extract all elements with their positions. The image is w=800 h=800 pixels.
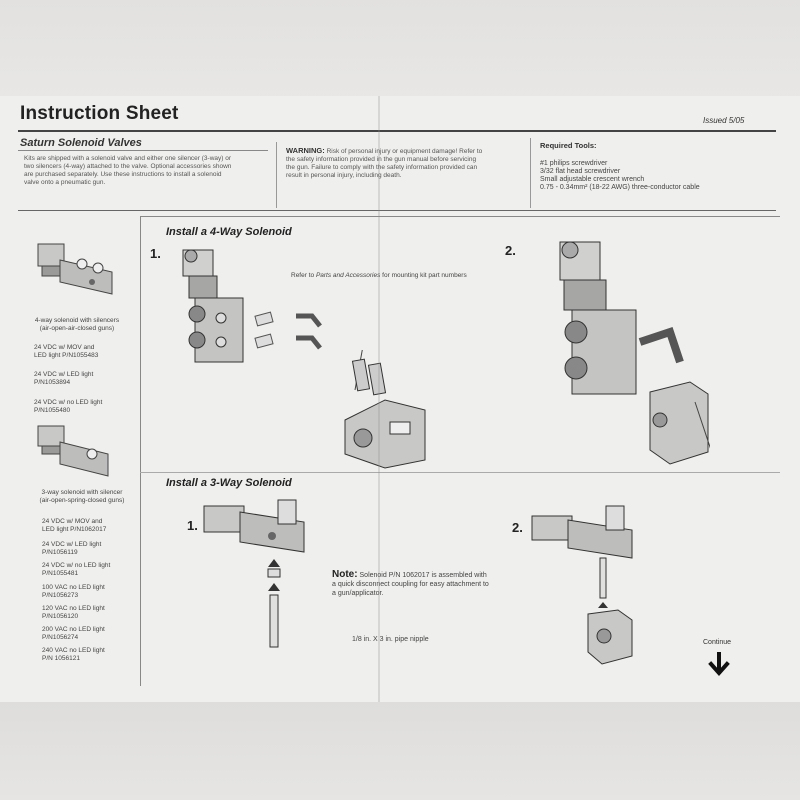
note-label: Note: bbox=[332, 569, 358, 580]
paper-fold-line bbox=[378, 96, 380, 702]
tool-item: #1 philips screwdriver bbox=[540, 160, 608, 167]
subtitle: Saturn Solenoid Valves bbox=[20, 137, 142, 149]
gun-module-drawing bbox=[344, 350, 426, 469]
tool-item: 0.75 - 0.34mm² (18-22 AWG) three-conduct… bbox=[540, 184, 700, 191]
three-way-caption: 3-way solenoid with silencer (air-open-s… bbox=[39, 489, 125, 504]
intro-text: Kits are shipped with a solenoid valve a… bbox=[24, 155, 232, 186]
background-top bbox=[0, 0, 800, 96]
three-way-option: 24 VDC w/ MOV and LED light P/N1062017 bbox=[42, 518, 107, 533]
tools-heading: Required Tools: bbox=[540, 141, 597, 150]
divider bbox=[276, 142, 277, 208]
header-rule bbox=[18, 130, 776, 132]
mounting-fittings bbox=[254, 311, 322, 350]
three-way-step-2: 2. bbox=[512, 520, 523, 535]
page-title: Instruction Sheet bbox=[20, 103, 179, 124]
three-way-solenoid-illustration bbox=[37, 425, 109, 477]
three-way-option: 120 VAC no LED light P/N1056120 bbox=[42, 605, 105, 620]
section-rule bbox=[18, 210, 776, 211]
arrow-down-icon bbox=[708, 652, 730, 677]
continue-label: Continue bbox=[703, 639, 732, 646]
background-bottom bbox=[0, 702, 800, 800]
three-way-option: 200 VAC no LED light P/N1056274 bbox=[42, 626, 105, 641]
sidebar-border bbox=[140, 216, 141, 686]
issued-date: Issued 5/05 bbox=[703, 116, 745, 125]
four-way-step-2: 2. bbox=[505, 243, 516, 258]
three-way-heading: Install a 3-Way Solenoid bbox=[166, 477, 292, 489]
three-way-step-1: 1. bbox=[187, 518, 198, 533]
four-way-option: 24 VDC w/ no LED light P/N1055480 bbox=[34, 399, 103, 414]
warning-label: WARNING: bbox=[286, 146, 325, 155]
main-top-border bbox=[140, 216, 780, 217]
four-way-solenoid-illustration bbox=[37, 243, 113, 295]
subtitle-rule bbox=[18, 150, 268, 151]
refer-note: Refer to Parts and Accessories for mount… bbox=[291, 272, 467, 279]
four-way-caption: 4-way solenoid with silencers (air-open-… bbox=[34, 317, 120, 332]
warning-block: WARNING: Risk of personal injury or equi… bbox=[286, 146, 483, 180]
four-way-solenoid-drawing bbox=[182, 249, 244, 363]
three-way-option: 24 VDC w/ no LED light P/N1055481 bbox=[42, 562, 111, 577]
four-way-assembled-drawing bbox=[559, 241, 710, 465]
four-way-step-1: 1. bbox=[150, 246, 161, 261]
four-way-option: 24 VDC w/ LED light P/N1053894 bbox=[34, 371, 94, 386]
required-tools: Required Tools: #1 philips screwdriver 3… bbox=[540, 141, 780, 192]
tool-item: 3/32 flat head screwdriver bbox=[540, 168, 621, 175]
pipe-nipple-drawing bbox=[267, 559, 281, 648]
three-way-assembled-drawing bbox=[531, 505, 633, 665]
four-way-heading: Install a 4-Way Solenoid bbox=[166, 226, 292, 238]
three-way-option: 240 VAC no LED light P/N 1056121 bbox=[42, 647, 105, 662]
four-way-option: 24 VDC w/ MOV and LED light P/N1055483 bbox=[34, 344, 99, 359]
three-way-solenoid-drawing bbox=[203, 499, 305, 553]
three-way-option: 24 VDC w/ LED light P/N1056119 bbox=[42, 541, 102, 556]
section-divider bbox=[140, 472, 780, 473]
three-way-option: 100 VAC no LED light P/N1056273 bbox=[42, 584, 105, 599]
pipe-nipple-label: 1/8 in. X 3 in. pipe nipple bbox=[352, 636, 429, 643]
tool-item: Small adjustable crescent wrench bbox=[540, 176, 645, 183]
note-block: Note: Solenoid P/N 1062017 is assembled … bbox=[332, 569, 489, 598]
divider bbox=[530, 138, 531, 208]
